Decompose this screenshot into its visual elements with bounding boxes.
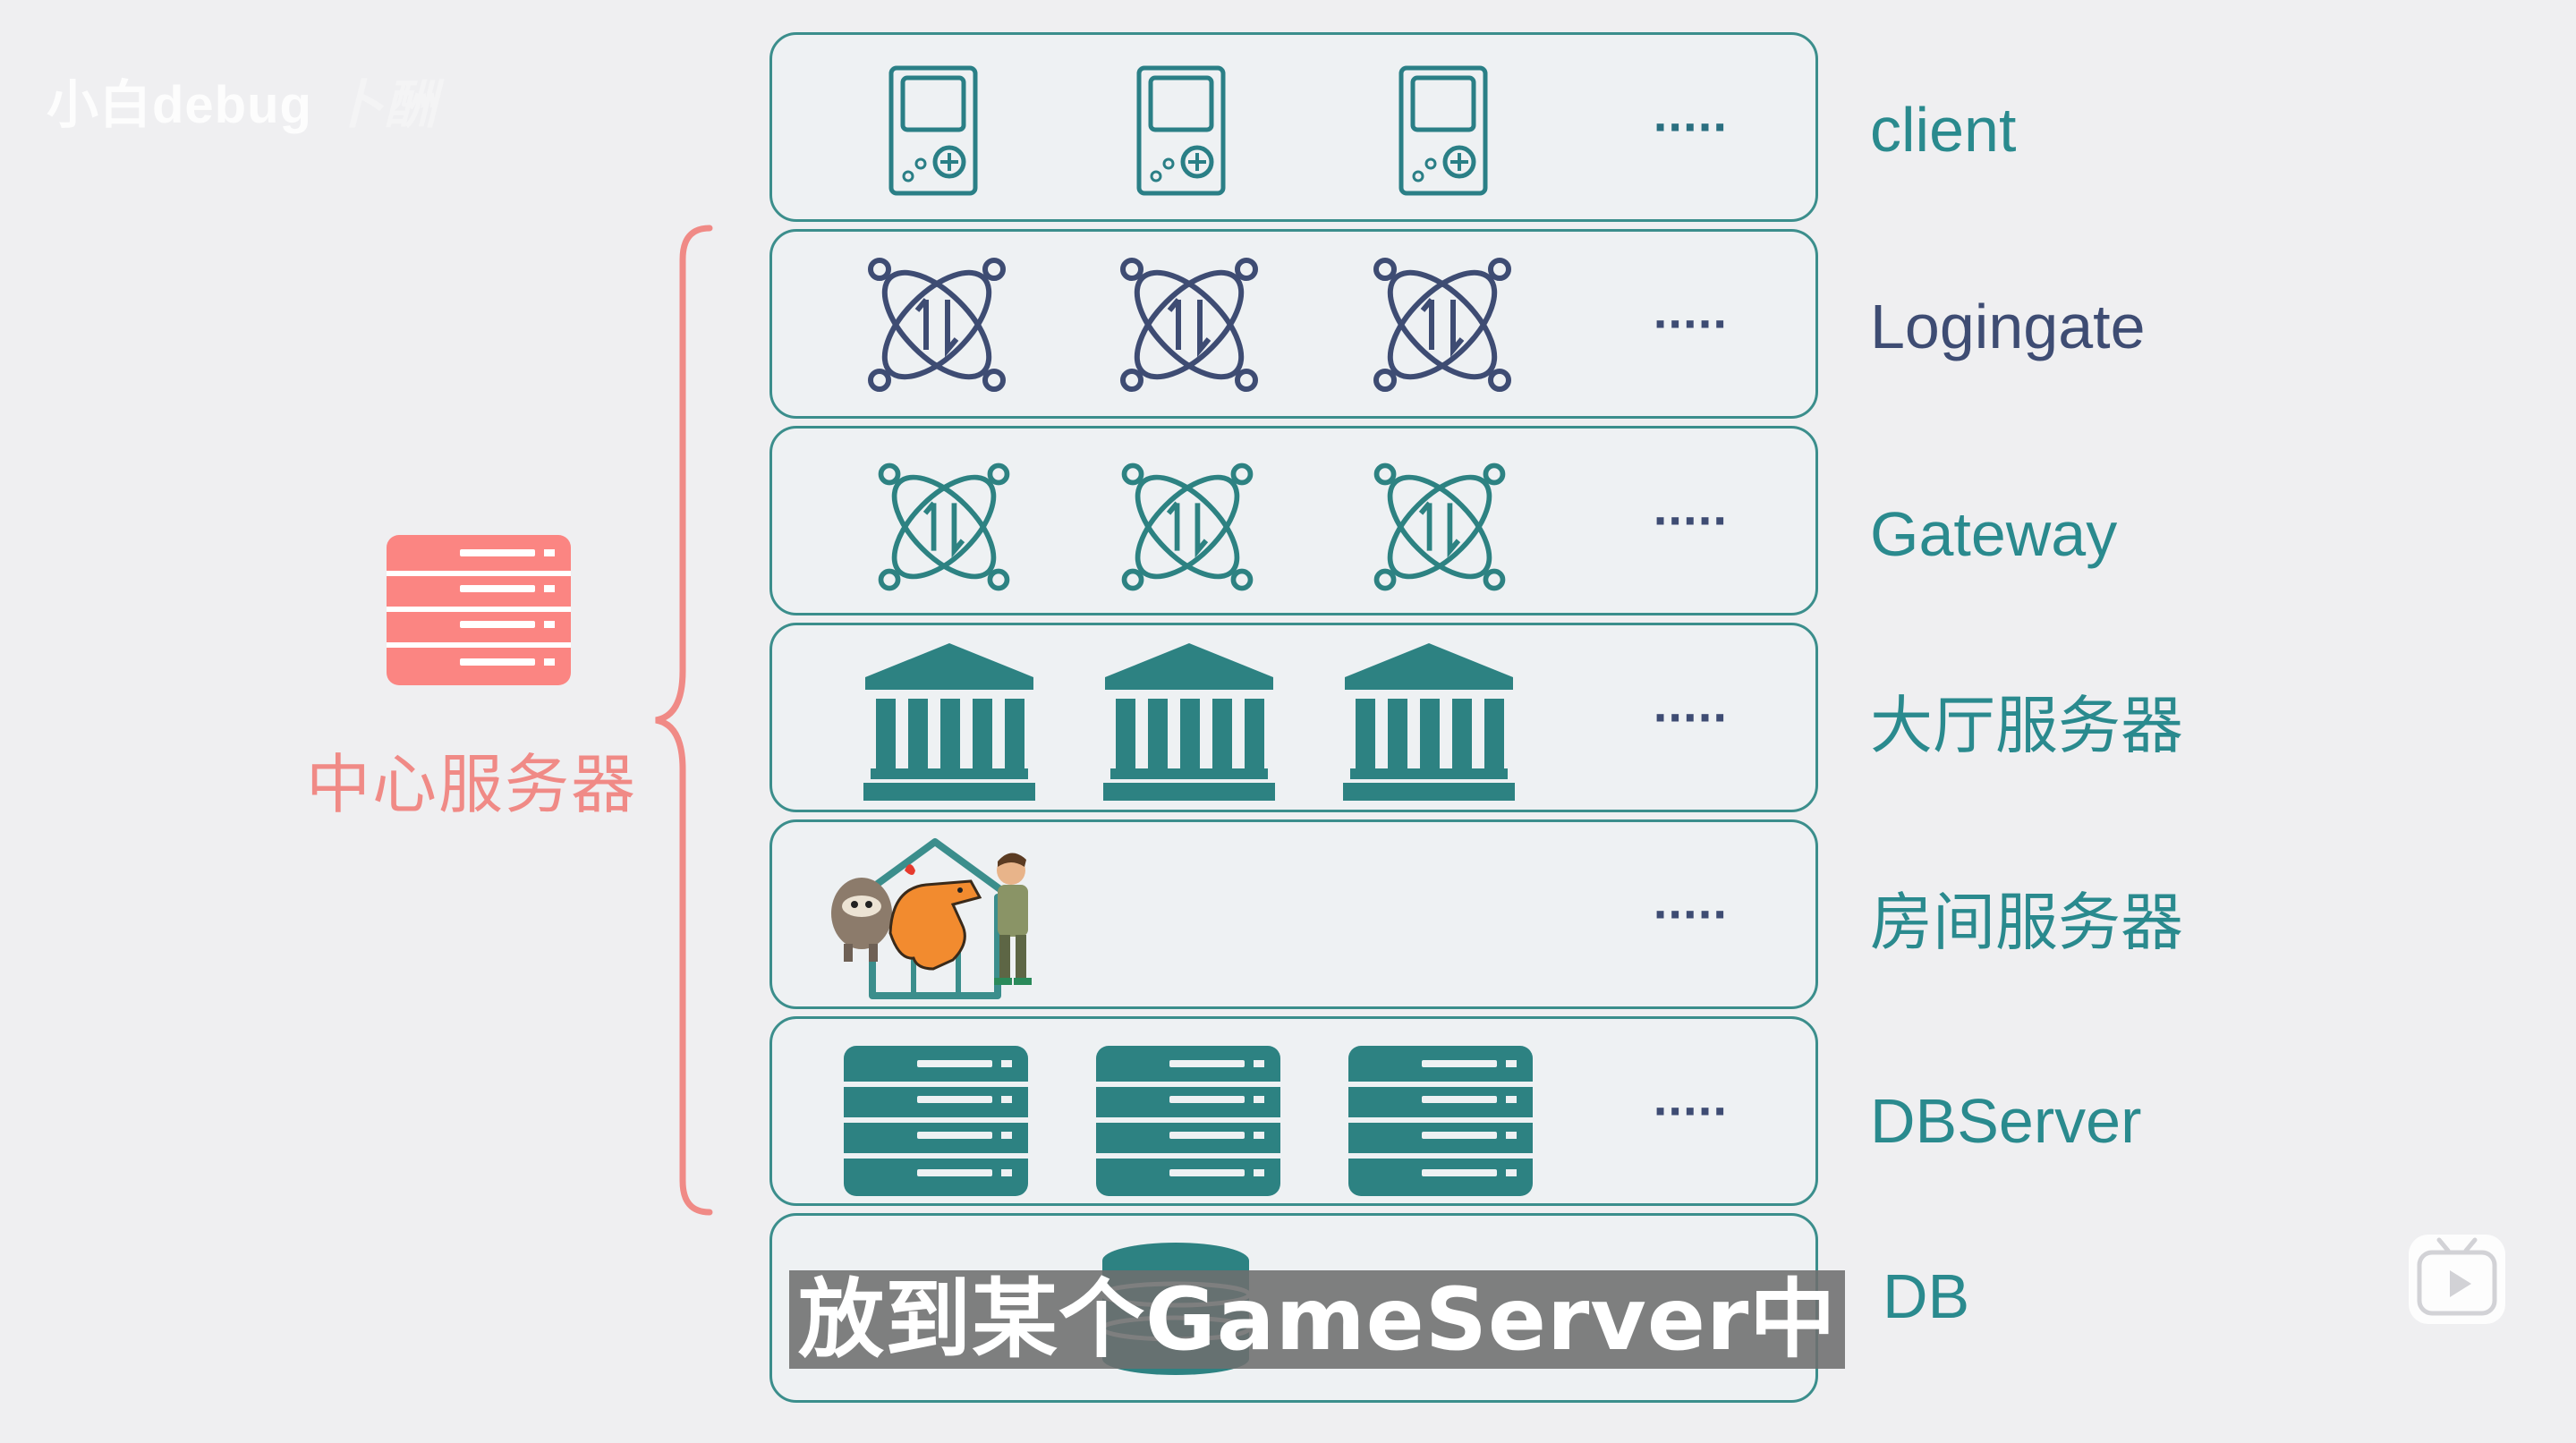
exchange-orbit-icon [1121,463,1254,591]
play-button[interactable] [2409,1235,2505,1324]
bank-building-icon [1103,643,1275,801]
exchange-orbit-icon [1120,258,1258,392]
layer-room-server: ····· [769,819,1818,1009]
label-logingate: Logingate [1870,292,2146,361]
layer-lobby-server: ····· [769,623,1818,812]
game-console-icon [1399,65,1488,196]
layer-dbserver: ····· [769,1016,1818,1206]
label-gateway: Gateway [1870,499,2118,569]
game-console-icon [1136,65,1226,196]
more-dots: ····· [1653,492,1730,548]
label-lobby-server: 大厅服务器 [1870,691,2183,760]
bank-building-icon [1343,643,1515,801]
center-server-label: 中心服务器 [306,750,638,821]
exchange-orbit-icon [1373,463,1506,591]
group-bracket [655,225,713,1216]
watermark: 小白debug 卜酬 [47,63,438,138]
layer-client: ····· [769,32,1818,222]
more-dots: ····· [1653,98,1730,155]
play-icon [2417,1237,2497,1316]
label-client: client [1870,95,2017,165]
more-dots: ····· [1653,1082,1730,1139]
server-rack-icon [1348,1046,1533,1196]
label-dbserver: DBServer [1870,1086,2142,1156]
layer-logingate: ····· [769,229,1818,419]
more-dots: ····· [1653,295,1730,352]
subtitle-caption: 放到某个GameServer中 [789,1270,1846,1369]
exchange-orbit-icon [878,463,1010,591]
exchange-orbit-icon [868,258,1006,392]
label-room-server: 房间服务器 [1870,887,2183,957]
more-dots: ····· [1653,886,1730,942]
watermark-brand: 小白debug [47,76,312,134]
room-monsters-illustration [831,838,1032,999]
game-console-icon [888,65,978,196]
exchange-orbit-icon [1373,258,1511,392]
label-db: DB [1883,1261,1970,1331]
server-rack-icon [1096,1046,1280,1196]
more-dots: ····· [1653,689,1730,745]
server-rack-icon [844,1046,1028,1196]
watermark-ghost: 卜酬 [331,76,438,134]
layer-gateway: ····· [769,426,1818,615]
center-server-icon [387,535,571,685]
bank-building-icon [863,643,1035,801]
